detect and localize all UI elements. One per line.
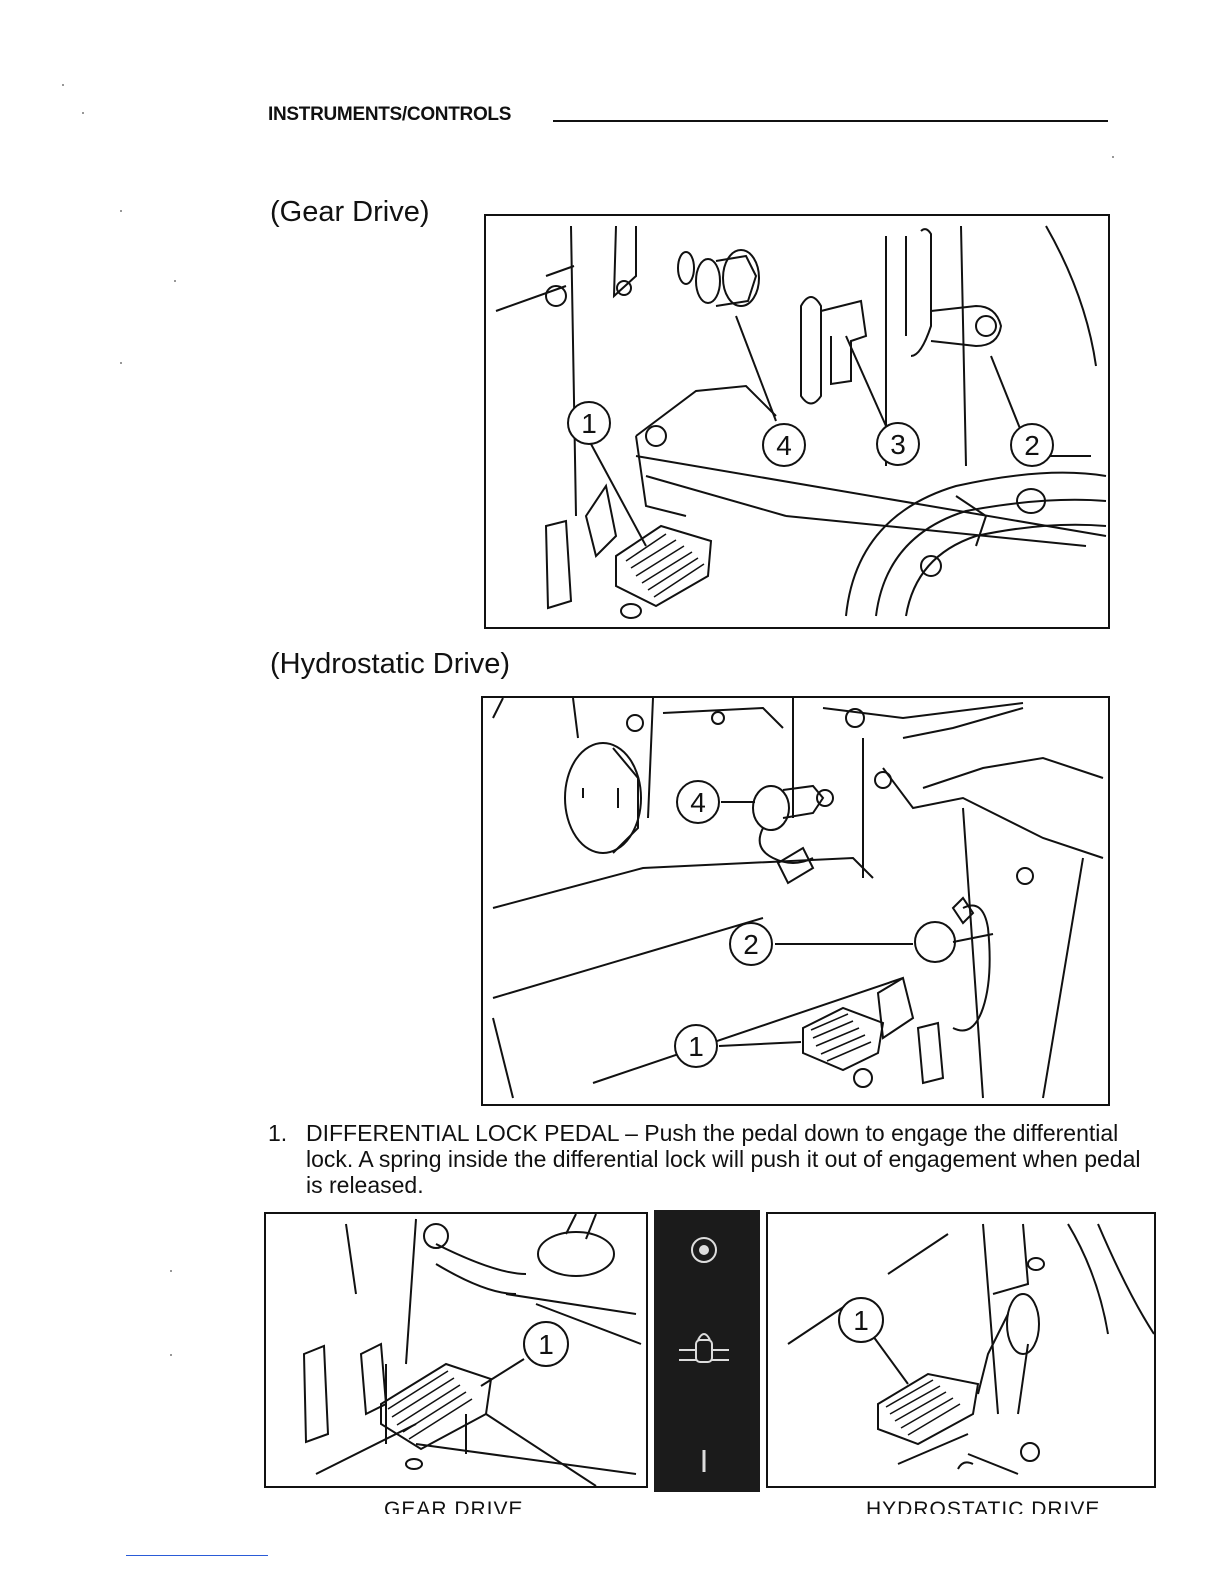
hydrostatic-drive-pedal-detail: 1 — [766, 1212, 1156, 1488]
hydrostatic-drive-illustration: 4 2 1 — [481, 696, 1110, 1106]
section-header: INSTRUMENTS/CONTROLS — [268, 104, 511, 126]
callout-2: 2 — [743, 929, 759, 960]
callout-2: 2 — [1024, 430, 1040, 461]
gear-drive-caption: GEAR DRIVE — [384, 1498, 524, 1514]
callout-4: 4 — [776, 430, 792, 461]
callout-1: 1 — [538, 1329, 554, 1360]
callout-1: 1 — [581, 408, 597, 439]
callout-4: 4 — [690, 787, 706, 818]
scan-speck — [120, 362, 122, 364]
callout-3: 3 — [890, 429, 906, 460]
scan-speck — [1112, 156, 1114, 158]
footer-rule — [126, 1555, 268, 1556]
hydrostatic-drive-label: (Hydrostatic Drive) — [270, 648, 510, 681]
item-number: 1. — [268, 1120, 287, 1146]
scan-speck — [170, 1270, 172, 1272]
gear-drive-illustration: 1 4 3 2 — [484, 214, 1110, 629]
gear-drive-pedal-detail: 1 — [264, 1212, 648, 1488]
hydrostatic-drive-caption: HYDROSTATIC DRIVE — [866, 1498, 1100, 1514]
header-rule — [553, 120, 1108, 122]
item-text: DIFFERENTIAL LOCK PEDAL – Push the pedal… — [306, 1120, 1148, 1198]
differential-lock-decal — [654, 1210, 760, 1492]
callout-1: 1 — [853, 1305, 869, 1336]
gear-drive-label: (Gear Drive) — [270, 196, 430, 229]
scan-speck — [62, 84, 64, 86]
scan-speck — [82, 112, 84, 114]
scan-speck — [170, 1354, 172, 1356]
scan-speck — [120, 210, 122, 212]
callout-1: 1 — [688, 1031, 704, 1062]
scan-speck — [174, 280, 176, 282]
